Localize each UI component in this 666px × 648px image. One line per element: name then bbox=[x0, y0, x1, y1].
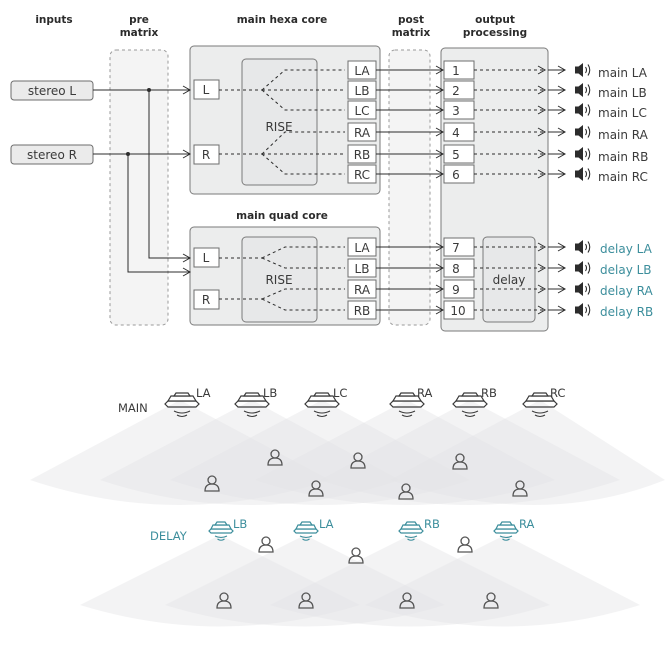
svg-text:RB: RB bbox=[481, 386, 497, 400]
speaker-icon bbox=[574, 102, 591, 118]
header-output-2: processing bbox=[463, 27, 527, 39]
header-quad-core: main quad core bbox=[236, 210, 328, 222]
line-array-icon bbox=[208, 521, 234, 541]
quad-rise-label: RISE bbox=[265, 273, 292, 287]
header-post-matrix-2: matrix bbox=[392, 27, 431, 39]
header-pre-matrix-2: matrix bbox=[120, 27, 159, 39]
speaker-icon bbox=[574, 146, 591, 162]
svg-text:RA: RA bbox=[417, 386, 433, 400]
svg-text:LA: LA bbox=[354, 64, 370, 78]
svg-text:1: 1 bbox=[452, 64, 460, 78]
post-matrix-routing bbox=[376, 65, 445, 315]
hexa-rise-label: RISE bbox=[265, 120, 292, 134]
input-label-stereo-l: stereo L bbox=[28, 84, 77, 98]
speaker-label-main-lb: main LB bbox=[598, 86, 647, 100]
svg-text:RA: RA bbox=[354, 283, 371, 297]
person-icon bbox=[457, 536, 473, 553]
speaker-label-main-lc: main LC bbox=[598, 106, 647, 120]
svg-text:LA: LA bbox=[319, 517, 334, 531]
speaker-outputs: main LA main LB main LC main RA main RB … bbox=[574, 62, 653, 319]
svg-text:RA: RA bbox=[354, 126, 371, 140]
delay-line-arrays: LB LA RB RA bbox=[208, 517, 535, 541]
speaker-label-delay-rb: delay RB bbox=[600, 305, 653, 319]
line-array-icon bbox=[493, 521, 519, 541]
speaker-icon bbox=[574, 124, 591, 140]
speaker-icon bbox=[574, 239, 591, 255]
label-delay-row: DELAY bbox=[150, 529, 188, 543]
header-pre-matrix-1: pre bbox=[129, 14, 149, 26]
svg-text:7: 7 bbox=[452, 241, 460, 255]
svg-text:LB: LB bbox=[263, 386, 277, 400]
speaker-icon bbox=[574, 82, 591, 98]
svg-text:RA: RA bbox=[519, 517, 535, 531]
svg-text:LA: LA bbox=[354, 241, 370, 255]
pre-matrix-block bbox=[109, 49, 169, 326]
speaker-label-main-ra: main RA bbox=[598, 128, 649, 142]
speaker-icon bbox=[574, 281, 591, 297]
hexa-output-boxes: LA LB LC RA RB RC bbox=[347, 60, 377, 184]
speaker-icon bbox=[574, 62, 591, 78]
output-routing bbox=[474, 65, 567, 315]
delay-block bbox=[482, 236, 536, 323]
output-channel-boxes: 1 2 3 4 5 6 7 8 9 10 bbox=[443, 60, 475, 320]
svg-text:LC: LC bbox=[354, 104, 369, 118]
label-main-row: MAIN bbox=[118, 401, 148, 415]
speaker-label-main-rb: main RB bbox=[598, 150, 648, 164]
delay-block-label: delay bbox=[493, 273, 526, 287]
svg-text:L: L bbox=[203, 83, 210, 97]
svg-text:6: 6 bbox=[452, 168, 460, 182]
header-output-1: output bbox=[475, 14, 515, 26]
person-icon bbox=[258, 536, 274, 553]
svg-text:LB: LB bbox=[233, 517, 247, 531]
svg-text:RB: RB bbox=[424, 517, 440, 531]
quad-rise-block bbox=[241, 236, 318, 323]
coverage-cones bbox=[30, 400, 665, 627]
svg-text:R: R bbox=[202, 293, 210, 307]
main-line-arrays: LA LB LC RA RB RC bbox=[164, 386, 565, 418]
speaker-icon bbox=[574, 302, 591, 318]
speaker-icon bbox=[574, 166, 591, 182]
line-array-icon bbox=[398, 521, 424, 541]
svg-text:LA: LA bbox=[196, 386, 211, 400]
svg-text:R: R bbox=[202, 148, 210, 162]
post-matrix-block bbox=[388, 49, 431, 326]
svg-text:RC: RC bbox=[354, 168, 370, 182]
speaker-label-delay-ra: delay RA bbox=[600, 284, 653, 298]
svg-text:8: 8 bbox=[452, 262, 460, 276]
svg-text:2: 2 bbox=[452, 84, 460, 98]
svg-text:10: 10 bbox=[450, 304, 465, 318]
svg-text:3: 3 bbox=[452, 104, 460, 118]
speaker-label-delay-lb: delay LB bbox=[600, 263, 652, 277]
svg-text:RB: RB bbox=[354, 304, 371, 318]
svg-text:RC: RC bbox=[550, 386, 565, 400]
input-label-stereo-r: stereo R bbox=[27, 148, 77, 162]
svg-text:LB: LB bbox=[355, 262, 370, 276]
line-array-icon bbox=[293, 521, 319, 541]
svg-text:LB: LB bbox=[355, 84, 370, 98]
quad-output-boxes: LA LB RA RB bbox=[347, 237, 377, 320]
svg-text:4: 4 bbox=[452, 126, 460, 140]
speaker-label-main-rc: main RC bbox=[598, 170, 648, 184]
svg-text:L: L bbox=[203, 251, 210, 265]
svg-text:LC: LC bbox=[333, 386, 347, 400]
header-hexa-core: main hexa core bbox=[237, 14, 328, 26]
svg-text:RB: RB bbox=[354, 148, 371, 162]
svg-text:9: 9 bbox=[452, 283, 460, 297]
speaker-icon bbox=[574, 260, 591, 276]
speaker-label-main-la: main LA bbox=[598, 66, 648, 80]
header-inputs: inputs bbox=[35, 14, 72, 26]
svg-text:5: 5 bbox=[452, 148, 460, 162]
header-post-matrix-1: post bbox=[398, 14, 424, 26]
speaker-label-delay-la: delay LA bbox=[600, 242, 653, 256]
